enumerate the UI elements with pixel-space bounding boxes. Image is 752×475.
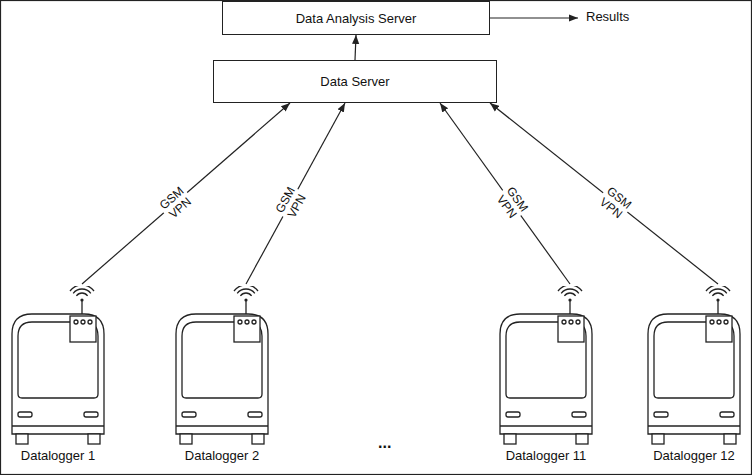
gsm-link: [82, 103, 290, 284]
gsm-link: [490, 103, 718, 284]
output-label: Results: [586, 9, 629, 24]
server-label: Data Server: [310, 74, 399, 89]
datalogger-bus: Datalogger 1: [8, 286, 108, 466]
bus-illustration: [496, 286, 596, 446]
bus-illustration: [172, 286, 272, 446]
bus-illustration: [8, 286, 108, 446]
datalogger-label: Datalogger 1: [0, 448, 128, 463]
ellipsis-label: ...: [378, 434, 391, 452]
datalogger-bus: Datalogger 2: [172, 286, 272, 466]
datalogger-label: Datalogger 12: [624, 448, 752, 463]
gsm-link: [440, 103, 570, 284]
link-label: GSM VPN: [595, 183, 635, 222]
server-label: Data Analysis Server: [286, 11, 427, 26]
datalogger-bus: Datalogger 11: [496, 286, 596, 466]
gsm-link: [246, 103, 345, 284]
datalogger-label: Datalogger 11: [476, 448, 616, 463]
server-box: Data Analysis Server: [222, 1, 490, 35]
link-label: GSM VPN: [272, 183, 309, 223]
datalogger-label: Datalogger 2: [152, 448, 292, 463]
link-label: GSM VPN: [492, 182, 531, 222]
gsm-link: [355, 35, 356, 60]
bus-illustration: [644, 286, 744, 446]
results-arrow: [490, 17, 578, 18]
link-label: GSM VPN: [156, 183, 196, 223]
datalogger-bus: Datalogger 12: [644, 286, 744, 466]
server-box: Data Server: [213, 60, 497, 103]
